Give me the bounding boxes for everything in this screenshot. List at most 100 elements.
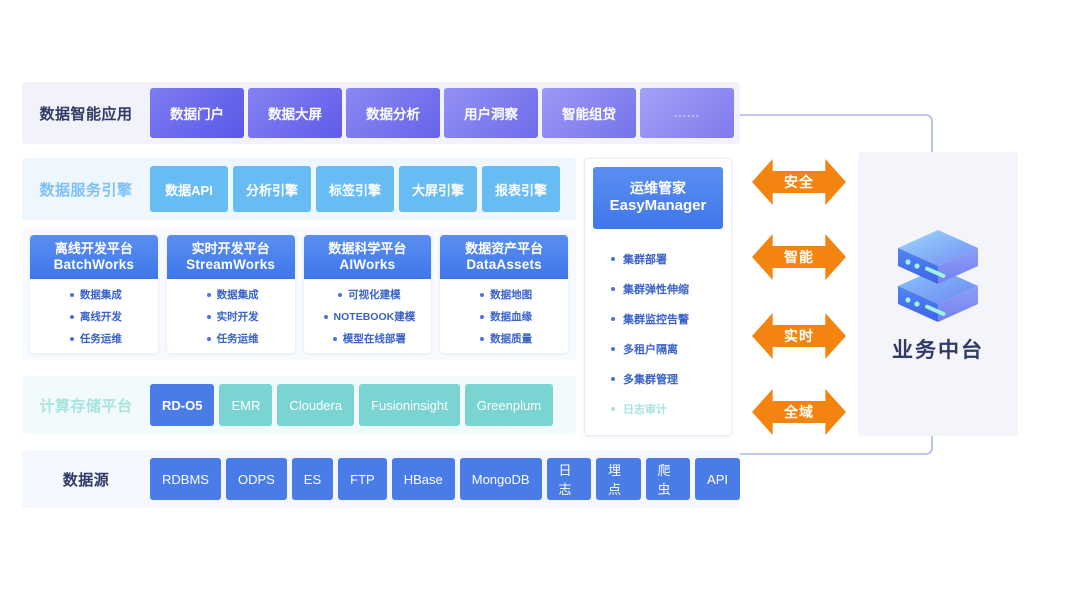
platform-card-title-cn: 离线开发平台 <box>54 241 133 257</box>
business-platform-panel[interactable]: 业务中台 <box>858 152 1018 436</box>
bullet-dot-icon <box>332 336 337 341</box>
bullet-dot-icon <box>611 287 615 291</box>
easymanager-feature-label: 多集群管理 <box>623 374 678 386</box>
platform-feature-item: 数据集成 <box>30 287 158 302</box>
platform-feature-label: NOTEBOOK建模 <box>333 311 416 323</box>
easymanager-feature-label: 集群弹性伸缩 <box>623 284 689 296</box>
platform-feature-item: 模型在线部署 <box>304 331 432 346</box>
platform-feature-label: 可视化建模 <box>348 289 401 301</box>
platform-card-title-en: StreamWorks <box>186 256 276 272</box>
bullet-dot-icon <box>206 314 211 319</box>
bullet-dot-icon <box>480 336 485 341</box>
app-tile[interactable]: 用户洞察 <box>444 88 538 138</box>
easymanager-feature-label: 多租户隔离 <box>623 344 678 356</box>
bidirectional-arrow-intelligence: 智能 <box>752 234 846 280</box>
bullet-dot-icon <box>69 292 74 297</box>
source-tile[interactable]: 日志 <box>546 458 592 500</box>
service-layer-band: 数据服务引擎 数据API 分析引擎 标签引擎 大屏引擎 报表引擎 <box>22 158 576 220</box>
platform-feature-label: 离线开发 <box>79 311 122 323</box>
service-tile[interactable]: 大屏引擎 <box>399 166 477 212</box>
easymanager-feature-label: 集群部署 <box>623 254 667 266</box>
compute-tile[interactable]: Cloudera <box>277 384 355 426</box>
easymanager-feature-item: 集群部署 <box>611 251 731 267</box>
app-tile[interactable]: 数据分析 <box>346 88 440 138</box>
service-tile[interactable]: 数据API <box>150 166 228 212</box>
source-tile[interactable]: API <box>695 458 741 500</box>
arrow-label: 安全 <box>784 174 814 190</box>
bullet-dot-icon <box>323 314 328 319</box>
source-layer-label: 数据源 <box>62 471 110 489</box>
bullet-dot-icon <box>69 314 74 319</box>
platform-feature-item: 可视化建模 <box>304 287 432 302</box>
compute-tile[interactable]: Fusioninsight <box>359 384 460 426</box>
platform-layer-row: 离线开发平台 BatchWorks 数据集成 离线开发 任务运维 实时开发平台 … <box>22 228 576 360</box>
app-tile-list: 数据门户 数据大屏 数据分析 用户洞察 智能组贷 ...... <box>150 88 734 138</box>
platform-card-body: 数据地图 数据血缘 数据质量 <box>440 279 568 353</box>
platform-card-batchworks[interactable]: 离线开发平台 BatchWorks 数据集成 离线开发 任务运维 <box>30 235 158 353</box>
service-tile[interactable]: 标签引擎 <box>316 166 394 212</box>
platform-feature-item: NOTEBOOK建模 <box>304 309 432 324</box>
source-tile[interactable]: ES <box>291 458 334 500</box>
source-layer-band: 数据源 RDBMS ODPS ES FTP HBase MongoDB 日志 埋… <box>22 450 741 508</box>
app-tile[interactable]: 数据门户 <box>150 88 244 138</box>
source-tile[interactable]: RDBMS <box>150 458 221 500</box>
platform-card-body: 数据集成 离线开发 任务运维 <box>30 279 158 353</box>
platform-card-header: 数据科学平台 AIWorks <box>303 235 432 279</box>
source-tile-list: RDBMS ODPS ES FTP HBase MongoDB 日志 埋点 爬虫… <box>150 458 741 500</box>
easymanager-title-en: EasyManager <box>609 197 707 215</box>
easymanager-feature-item: 集群弹性伸缩 <box>611 281 731 297</box>
source-tile[interactable]: ODPS <box>225 458 287 500</box>
platform-feature-label: 数据血缘 <box>490 311 533 323</box>
bullet-dot-icon <box>611 407 615 411</box>
bidirectional-arrow-global: 全域 <box>752 389 846 435</box>
platform-feature-label: 任务运维 <box>79 333 122 345</box>
platform-card-body: 数据集成 实时开发 任务运维 <box>167 279 295 353</box>
platform-card-streamworks[interactable]: 实时开发平台 StreamWorks 数据集成 实时开发 任务运维 <box>166 235 295 353</box>
bullet-dot-icon <box>611 257 615 261</box>
platform-card-title-en: BatchWorks <box>53 256 135 272</box>
easymanager-header: 运维管家 EasyManager <box>593 167 723 229</box>
bullet-dot-icon <box>611 347 615 351</box>
easymanager-feature-item: 集群监控告警 <box>611 311 731 327</box>
service-tile[interactable]: 报表引擎 <box>482 166 560 212</box>
app-tile-more[interactable]: ...... <box>640 88 734 138</box>
source-tile[interactable]: 爬虫 <box>645 458 691 500</box>
easymanager-title-cn: 运维管家 <box>630 179 686 196</box>
app-layer-band: 数据智能应用 数据门户 数据大屏 数据分析 用户洞察 智能组贷 ...... <box>22 82 740 144</box>
source-tile[interactable]: FTP <box>338 458 387 500</box>
app-tile[interactable]: 数据大屏 <box>248 88 342 138</box>
app-layer-label: 数据智能应用 <box>39 105 133 123</box>
platform-feature-label: 数据地图 <box>490 289 533 301</box>
compute-tile[interactable]: EMR <box>219 384 273 426</box>
platform-card-title-cn: 数据资产平台 <box>465 241 544 257</box>
platform-feature-label: 数据质量 <box>490 333 533 345</box>
app-tile[interactable]: 智能组贷 <box>542 88 636 138</box>
bullet-dot-icon <box>206 336 211 341</box>
easymanager-feature-item: 多租户隔离 <box>611 341 731 357</box>
source-tile[interactable]: HBase <box>391 458 455 500</box>
easymanager-feature-label: 日志审计 <box>623 404 667 416</box>
platform-card-title-en: AIWorks <box>339 256 396 272</box>
bullet-dot-icon <box>338 292 343 297</box>
source-tile[interactable]: MongoDB <box>459 458 542 500</box>
platform-card-header: 实时开发平台 StreamWorks <box>166 235 295 279</box>
bullet-dot-icon <box>206 292 211 297</box>
compute-tile-rdo5[interactable]: RD-O5 <box>150 384 215 426</box>
easymanager-feature-label: 集群监控告警 <box>623 314 689 326</box>
business-platform-title: 业务中台 <box>892 339 984 362</box>
compute-tile[interactable]: Greenplum <box>464 384 554 426</box>
platform-card-dataassets[interactable]: 数据资产平台 DataAssets 数据地图 数据血缘 数据质量 <box>440 235 568 353</box>
source-tile[interactable]: 埋点 <box>596 458 641 500</box>
bidirectional-arrow-security: 安全 <box>752 159 846 205</box>
service-tile-list: 数据API 分析引擎 标签引擎 大屏引擎 报表引擎 <box>150 166 560 212</box>
service-tile[interactable]: 分析引擎 <box>233 166 311 212</box>
arrow-label: 实时 <box>784 328 814 344</box>
platform-card-title-cn: 数据科学平台 <box>328 241 407 257</box>
platform-feature-label: 任务运维 <box>216 333 259 345</box>
bullet-dot-icon <box>611 377 615 381</box>
platform-card-aiworks[interactable]: 数据科学平台 AIWorks 可视化建模 NOTEBOOK建模 模型在线部署 <box>303 235 432 353</box>
easymanager-panel[interactable]: 运维管家 EasyManager 集群部署 集群弹性伸缩 集群监控告警 多租户隔… <box>584 158 732 436</box>
compute-layer-label: 计算存储平台 <box>39 397 133 415</box>
compute-tile-list: RD-O5 EMR Cloudera Fusioninsight Greenpl… <box>150 384 554 426</box>
